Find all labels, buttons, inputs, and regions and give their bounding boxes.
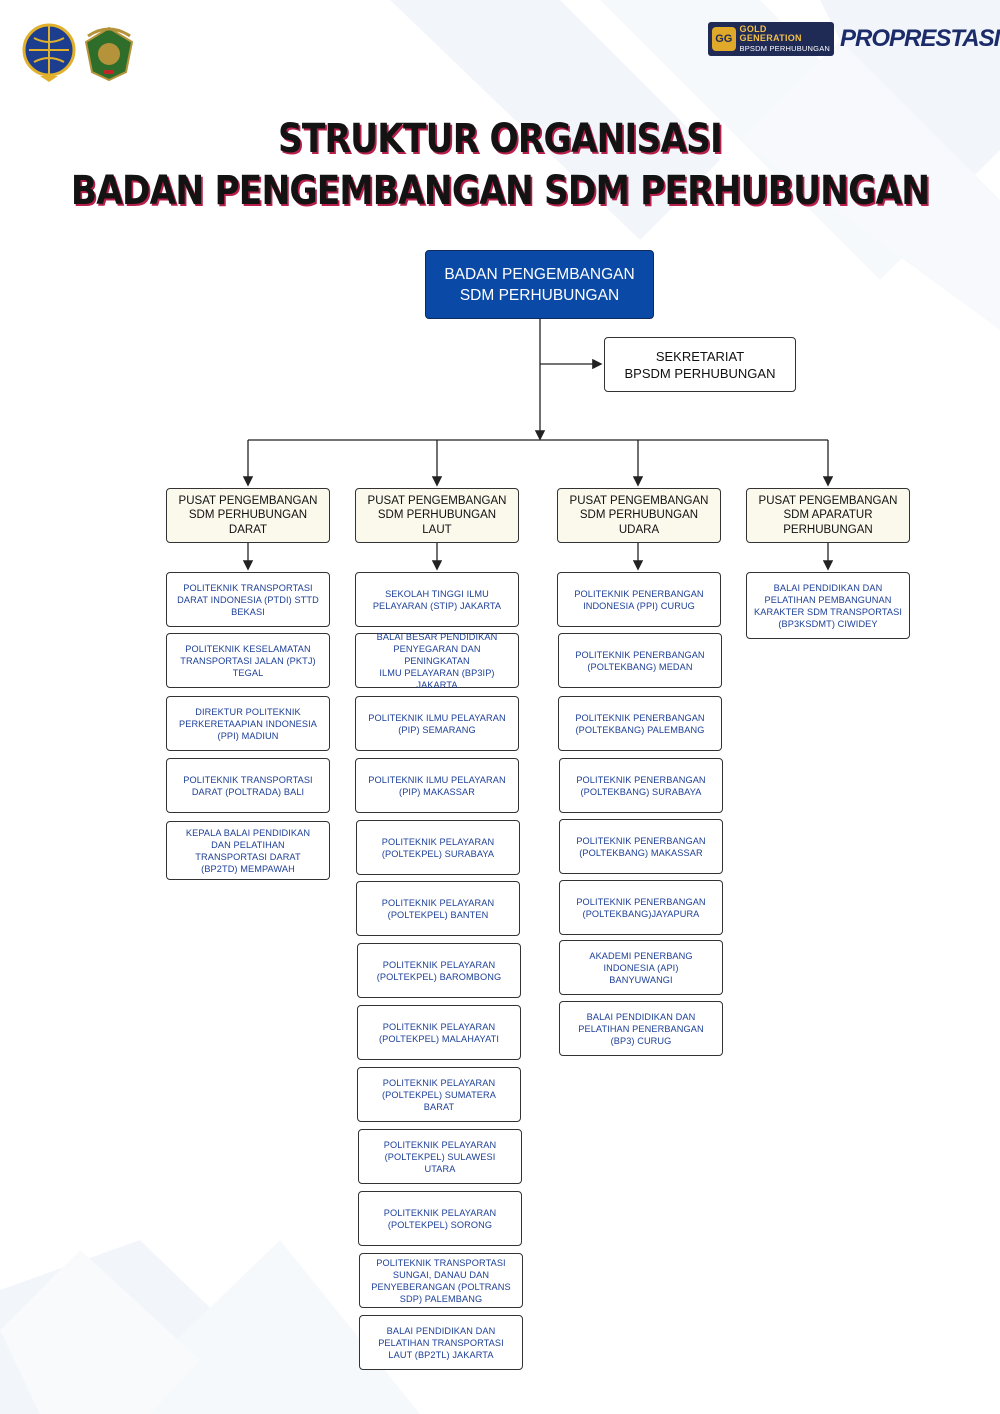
unit-box: POLITEKNIK ILMU PELAYARAN (PIP) MAKASSAR (355, 758, 519, 813)
unit-label: SEKOLAH TINGGI ILMU PELAYARAN (STIP) JAK… (372, 588, 502, 611)
pusat-label: PUSAT PENGEMBANGAN SDM APARATUR PERHUBUN… (758, 494, 898, 536)
unit-box: POLITEKNIK TRANSPORTASI SUNGAI, DANAU DA… (359, 1253, 523, 1308)
sekretariat-label: SEKRETARIAT BPSDM PERHUBUNGAN (624, 348, 776, 381)
unit-label: POLITEKNIK ILMU PELAYARAN (PIP) SEMARANG (368, 712, 506, 735)
unit-label: POLITEKNIK PENERBANGAN (POLTEKBANG) MAKA… (576, 835, 706, 858)
pusat-label: PUSAT PENGEMBANGAN SDM PERHUBUNGAN UDARA (569, 494, 709, 536)
unit-label: POLITEKNIK PELAYARAN (POLTEKPEL) SULAWES… (383, 1139, 497, 1174)
gold-generation-mark-icon: GG (712, 27, 736, 51)
title-line-1: STRUKTUR ORGANISASI (277, 116, 723, 162)
unit-box: POLITEKNIK PENERBANGAN (POLTEKBANG)JAYAP… (559, 880, 723, 935)
unit-label: KEPALA BALAI PENDIDIKAN DAN PELATIHAN TR… (185, 827, 311, 874)
kemenhub-logo-icon (22, 23, 76, 82)
unit-label: POLITEKNIK PELAYARAN (POLTEKPEL) SUMATER… (382, 1077, 496, 1112)
unit-box: POLITEKNIK PELAYARAN (POLTEKPEL) BANTEN (356, 881, 520, 936)
unit-box: POLITEKNIK PELAYARAN (POLTEKPEL) MALAHAY… (357, 1005, 521, 1060)
logo-group-left (22, 22, 136, 82)
unit-box: POLITEKNIK TRANSPORTASI DARAT (POLTRADA)… (166, 758, 330, 813)
unit-label: POLITEKNIK KESELAMATAN TRANSPORTASI JALA… (180, 643, 316, 678)
unit-label: POLITEKNIK PELAYARAN (POLTEKPEL) SORONG (383, 1207, 497, 1230)
unit-label: BALAI PENDIDIKAN DAN PELATIHAN PENERBANG… (578, 1011, 704, 1046)
unit-box: POLITEKNIK KESELAMATAN TRANSPORTASI JALA… (166, 633, 330, 688)
unit-label: BALAI PENDIDIKAN DAN PELATIHAN TRANSPORT… (378, 1325, 504, 1360)
logo-group-right: GG GOLD GENERATION BPSDM PERHUBUNGAN PRO… (708, 22, 1000, 56)
gold-generation-line2: BPSDM PERHUBUNGAN (739, 44, 831, 54)
title-line-2: BADAN PENGEMBANGAN SDM PERHUBUNGAN (70, 168, 930, 214)
pusat-label: PUSAT PENGEMBANGAN SDM PERHUBUNGAN LAUT (367, 494, 507, 536)
unit-box: POLITEKNIK PELAYARAN (POLTEKPEL) SULAWES… (358, 1129, 522, 1184)
pusat-laut-box: PUSAT PENGEMBANGAN SDM PERHUBUNGAN LAUT (355, 488, 519, 543)
unit-box: POLITEKNIK PENERBANGAN (POLTEKBANG) MEDA… (558, 633, 722, 688)
unit-label: POLITEKNIK TRANSPORTASI DARAT INDONESIA … (177, 582, 319, 617)
unit-box: BALAI PENDIDIKAN DAN PELATIHAN TRANSPORT… (359, 1315, 523, 1370)
unit-box: DIREKTUR POLITEKNIK PERKERETAAPIAN INDON… (166, 696, 330, 751)
unit-label: POLITEKNIK PENERBANGAN (POLTEKBANG) SURA… (576, 774, 706, 797)
unit-label: POLITEKNIK PELAYARAN (POLTEKPEL) MALAHAY… (379, 1021, 499, 1044)
head-label: BADAN PENGEMBANGAN SDM PERHUBUNGAN (444, 265, 635, 304)
unit-label: AKADEMI PENERBANG INDONESIA (API) BANYUW… (589, 950, 693, 985)
unit-box: BALAI BESAR PENDIDIKAN PENYEGARAN DAN PE… (355, 631, 519, 690)
pusat-udara-box: PUSAT PENGEMBANGAN SDM PERHUBUNGAN UDARA (557, 488, 721, 543)
unit-box: POLITEKNIK PELAYARAN (POLTEKPEL) SORONG (358, 1191, 522, 1246)
pusat-label: PUSAT PENGEMBANGAN SDM PERHUBUNGAN DARAT (178, 494, 318, 536)
unit-box: KEPALA BALAI PENDIDIKAN DAN PELATIHAN TR… (166, 821, 330, 880)
unit-label: POLITEKNIK PENERBANGAN INDONESIA (PPI) C… (574, 588, 704, 611)
unit-box: POLITEKNIK PENERBANGAN (POLTEKBANG) SURA… (559, 758, 723, 813)
page-title: STRUKTUR ORGANISASI BADAN PENGEMBANGAN S… (0, 113, 1000, 217)
pusat-darat-box: PUSAT PENGEMBANGAN SDM PERHUBUNGAN DARAT (166, 488, 330, 543)
head-box: BADAN PENGEMBANGAN SDM PERHUBUNGAN (425, 250, 654, 319)
unit-box: POLITEKNIK PENERBANGAN (POLTEKBANG) PALE… (558, 696, 722, 751)
unit-box: POLITEKNIK PELAYARAN (POLTEKPEL) BAROMBO… (357, 943, 521, 998)
unit-label: BALAI PENDIDIKAN DAN PELATIHAN PEMBANGUN… (754, 582, 902, 629)
unit-box: POLITEKNIK PENERBANGAN (POLTEKBANG) MAKA… (559, 819, 723, 874)
unit-box: BALAI PENDIDIKAN DAN PELATIHAN PENERBANG… (559, 1001, 723, 1056)
unit-box: SEKOLAH TINGGI ILMU PELAYARAN (STIP) JAK… (355, 572, 519, 627)
unit-label: BALAI BESAR PENDIDIKAN PENYEGARAN DAN PE… (376, 631, 498, 690)
unit-box: AKADEMI PENERBANG INDONESIA (API) BANYUW… (559, 940, 723, 995)
unit-box: POLITEKNIK TRANSPORTASI DARAT INDONESIA … (166, 572, 330, 627)
unit-label: POLITEKNIK ILMU PELAYARAN (PIP) MAKASSAR (368, 774, 506, 797)
bpsdm-emblem-icon (84, 26, 134, 82)
unit-label: POLITEKNIK PELAYARAN (POLTEKPEL) BANTEN (381, 897, 495, 920)
unit-box: POLITEKNIK PENERBANGAN INDONESIA (PPI) C… (557, 572, 721, 627)
unit-label: POLITEKNIK PELAYARAN (POLTEKPEL) BAROMBO… (376, 959, 502, 982)
unit-label: POLITEKNIK PENERBANGAN (POLTEKBANG) MEDA… (575, 649, 705, 672)
unit-box: POLITEKNIK PELAYARAN (POLTEKPEL) SURABAY… (356, 820, 520, 875)
unit-label: POLITEKNIK PENERBANGAN (POLTEKBANG) PALE… (575, 712, 705, 735)
propres-logo: PROPRESTASI (840, 25, 1000, 52)
unit-label: POLITEKNIK PELAYARAN (POLTEKPEL) SURABAY… (381, 836, 495, 859)
gold-generation-logo: GG GOLD GENERATION BPSDM PERHUBUNGAN (708, 22, 834, 56)
unit-label: DIREKTUR POLITEKNIK PERKERETAAPIAN INDON… (178, 706, 318, 741)
pusat-aparatur-box: PUSAT PENGEMBANGAN SDM APARATUR PERHUBUN… (746, 488, 910, 543)
unit-label: POLITEKNIK TRANSPORTASI SUNGAI, DANAU DA… (371, 1257, 511, 1304)
unit-box: POLITEKNIK ILMU PELAYARAN (PIP) SEMARANG (355, 696, 519, 751)
unit-box: BALAI PENDIDIKAN DAN PELATIHAN PEMBANGUN… (746, 572, 910, 639)
sekretariat-box: SEKRETARIAT BPSDM PERHUBUNGAN (604, 337, 796, 392)
unit-label: POLITEKNIK PENERBANGAN (POLTEKBANG)JAYAP… (576, 896, 706, 919)
unit-label: POLITEKNIK TRANSPORTASI DARAT (POLTRADA)… (183, 774, 313, 797)
unit-box: POLITEKNIK PELAYARAN (POLTEKPEL) SUMATER… (357, 1067, 521, 1122)
gold-generation-line1: GOLD GENERATION (739, 24, 802, 44)
